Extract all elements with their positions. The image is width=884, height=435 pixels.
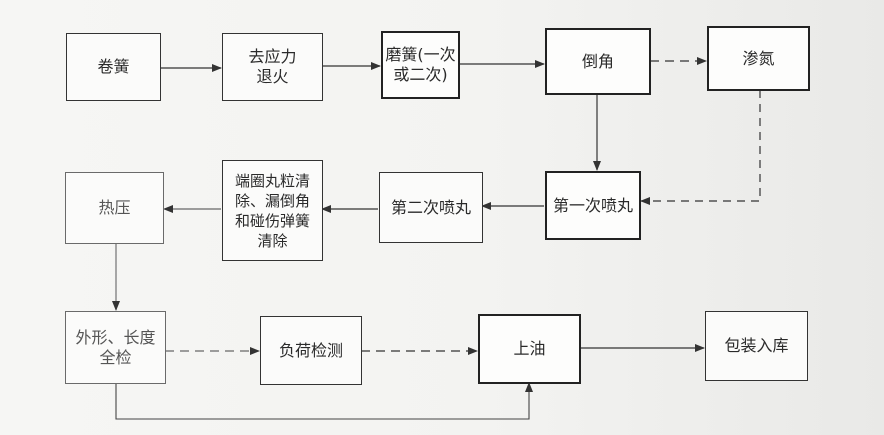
node-anneal-label: 去应力 退火 <box>248 47 297 86</box>
node-inspect: 外形、长度 全检 <box>65 311 166 384</box>
node-pack-label: 包装入库 <box>724 336 789 355</box>
node-inspect-label: 外形、长度 全检 <box>75 327 156 367</box>
node-coil-label: 卷簧 <box>97 57 130 76</box>
node-shot2-label: 第二次喷丸 <box>390 197 471 217</box>
node-oil: 上油 <box>478 314 581 384</box>
node-chamfer: 倒角 <box>545 28 651 95</box>
node-hotpress-label: 热压 <box>98 198 131 217</box>
node-hotpress: 热压 <box>65 172 164 244</box>
node-nitride: 渗氮 <box>707 26 810 91</box>
node-pack: 包装入库 <box>705 311 808 381</box>
node-chamfer-label: 倒角 <box>581 51 614 71</box>
node-load: 负荷检测 <box>260 316 362 385</box>
node-grind: 磨簧(一次 或二次) <box>381 31 460 99</box>
node-oil-label: 上油 <box>513 339 546 358</box>
node-load-label: 负荷检测 <box>278 340 343 360</box>
node-clean: 端圈丸粒清 除、漏倒角 和碰伤弹簧 清除 <box>222 160 323 261</box>
node-clean-label: 端圈丸粒清 除、漏倒角 和碰伤弹簧 清除 <box>234 171 310 250</box>
node-grind-label: 磨簧(一次 或二次) <box>385 45 456 84</box>
node-shot1-label: 第一次喷丸 <box>552 195 633 215</box>
node-shot1: 第一次喷丸 <box>545 171 641 240</box>
edge-nitride-shot1 <box>640 90 761 205</box>
node-shot2: 第二次喷丸 <box>379 172 483 243</box>
edge-inspect-oil <box>115 382 533 420</box>
node-anneal: 去应力 退火 <box>222 33 323 101</box>
node-coil: 卷簧 <box>66 33 161 101</box>
node-nitride-label: 渗氮 <box>742 48 775 68</box>
